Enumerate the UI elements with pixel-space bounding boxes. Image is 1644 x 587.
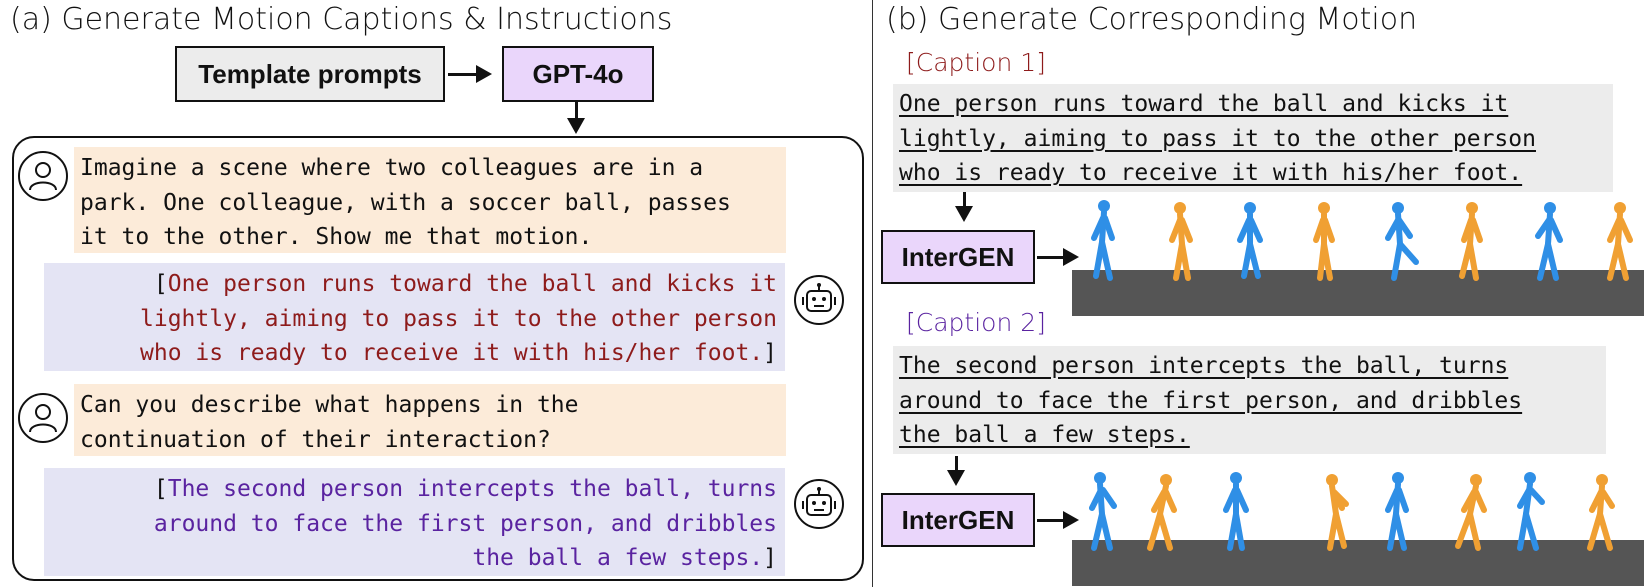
arrow-to-intergen-1: [955, 192, 973, 222]
bot-message-2: [The second person intercepts the ball, …: [44, 468, 785, 576]
bot-message-2-text: The second person intercepts the ball, t…: [153, 476, 777, 571]
arrow-to-motion-2: [1037, 511, 1079, 529]
user-icon: [18, 151, 68, 201]
arrow-to-gpt: [448, 65, 492, 83]
caption-1-text: One person runs toward the ball and kick…: [893, 84, 1613, 192]
motion-figures-2: [1089, 472, 1615, 551]
motion-ground-1: [1072, 270, 1644, 316]
section-a-title: (a) Generate Motion Captions & Instructi…: [10, 2, 673, 37]
template-prompts-box: Template prompts: [175, 46, 445, 102]
user-message-2: Can you describe what happens in the con…: [74, 384, 786, 456]
person-a-figure: [1091, 200, 1563, 281]
arrow-to-intergen-2: [947, 456, 965, 486]
bracket-open: [: [153, 476, 168, 502]
conversation-panel: [12, 136, 864, 581]
intergen-box-1: InterGEN: [881, 230, 1035, 284]
section-b-title: (b) Generate Corresponding Motion: [886, 2, 1418, 37]
motion-figures-1: [1091, 200, 1633, 281]
person-b-figure: [1169, 202, 1633, 281]
bot-message-1-text: One person runs toward the ball and kick…: [140, 271, 777, 366]
caption-2-text: The second person intercepts the ball, t…: [893, 346, 1606, 454]
arrow-to-motion-1: [1037, 248, 1079, 266]
robot-icon: [794, 479, 844, 529]
bracket-close: ]: [763, 340, 777, 366]
person-b-figure: [1147, 474, 1615, 551]
user-icon: [18, 393, 68, 443]
intergen-box-2: InterGEN: [881, 493, 1035, 547]
caption-1-label: [Caption 1]: [906, 48, 1046, 77]
arrow-to-panel: [567, 102, 585, 134]
gpt-box: GPT-4o: [502, 46, 654, 102]
user-message-1: Imagine a scene where two colleagues are…: [74, 147, 786, 253]
caption-2-label: [Caption 2]: [906, 308, 1046, 337]
section-divider: [872, 0, 873, 587]
bracket-close: ]: [763, 545, 777, 571]
person-a-figure: [1089, 472, 1545, 551]
robot-icon: [794, 275, 844, 325]
bracket-open: [: [153, 271, 168, 297]
bot-message-1: [One person runs toward the ball and kic…: [44, 263, 785, 371]
